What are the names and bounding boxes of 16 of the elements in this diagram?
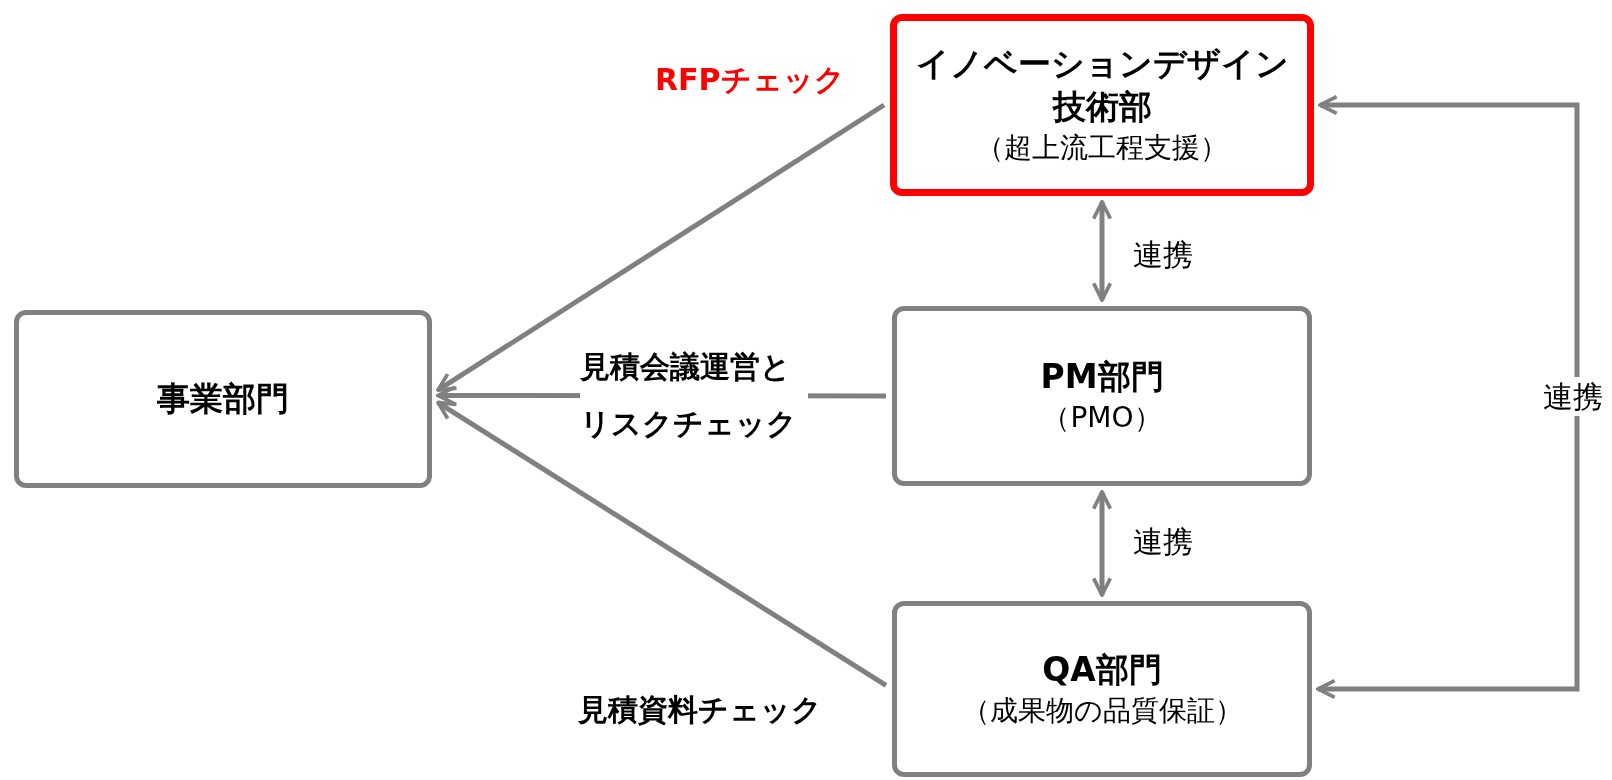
department-box — [14, 310, 432, 488]
box-subtitle: （PMO） — [1041, 399, 1163, 436]
arrow — [1316, 94, 1580, 700]
arrow — [436, 102, 886, 393]
arrow — [1091, 200, 1113, 302]
arrow — [1091, 490, 1113, 597]
box-heading: 事業部門 — [156, 377, 290, 420]
arrow — [436, 400, 888, 688]
box-heading: イノベーションデザイン技術部 — [914, 43, 1290, 129]
department-box — [892, 601, 1312, 777]
box-subtitle: （超上流工程支援） — [975, 130, 1229, 166]
box-subtitle: （成果物の品質保証） — [960, 692, 1244, 729]
box-heading: QA部門 — [1041, 648, 1163, 691]
department-box — [890, 14, 1314, 196]
department-box — [892, 306, 1312, 486]
box-heading: PM部門 — [1039, 355, 1165, 398]
